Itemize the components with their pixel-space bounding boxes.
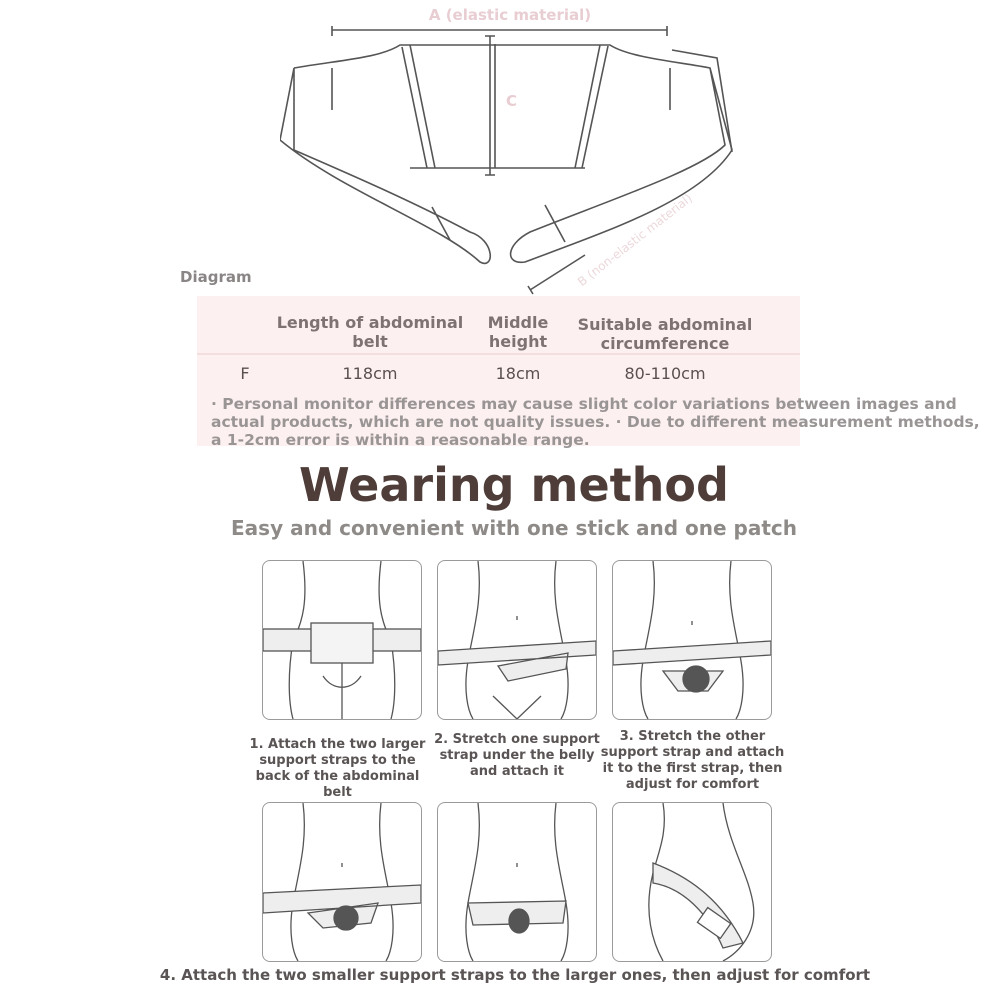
cell-length: 118cm (342, 364, 398, 383)
section-title: Wearing method (299, 458, 729, 512)
step-4-caption: 4. Attach the two smaller support straps… (159, 966, 871, 984)
label-c: C (506, 92, 518, 110)
size-table (197, 296, 800, 446)
section-subtitle: Easy and convenient with one stick and o… (231, 516, 797, 540)
table-divider (197, 353, 800, 355)
step-2-caption: 2. Stretch one support strap under the b… (434, 732, 600, 779)
step-3-illustration (612, 560, 772, 720)
cell-size: F (240, 364, 250, 383)
step-1-caption: 1. Attach the two larger support straps … (249, 737, 426, 800)
step-4b-illustration (437, 802, 597, 962)
header-middle-height: Middle height (487, 313, 549, 351)
label-a: A (elastic material) (428, 6, 592, 24)
belt-diagram (280, 26, 733, 295)
step-1-illustration (262, 560, 422, 720)
step-4c-illustration (612, 802, 772, 962)
diagram-caption: Diagram (180, 268, 252, 286)
step-3-caption: 3. Stretch the other support strap and a… (600, 729, 785, 792)
disclaimer-note: · Personal monitor differences may cause… (211, 395, 980, 449)
header-circumference: Suitable abdominal circumference (577, 315, 753, 353)
cell-circumference: 80-110cm (624, 364, 706, 383)
header-length: Length of abdominal belt (276, 313, 464, 351)
step-4a-illustration (262, 802, 422, 962)
cell-middle-height: 18cm (495, 364, 541, 383)
step-2-illustration (437, 560, 597, 720)
